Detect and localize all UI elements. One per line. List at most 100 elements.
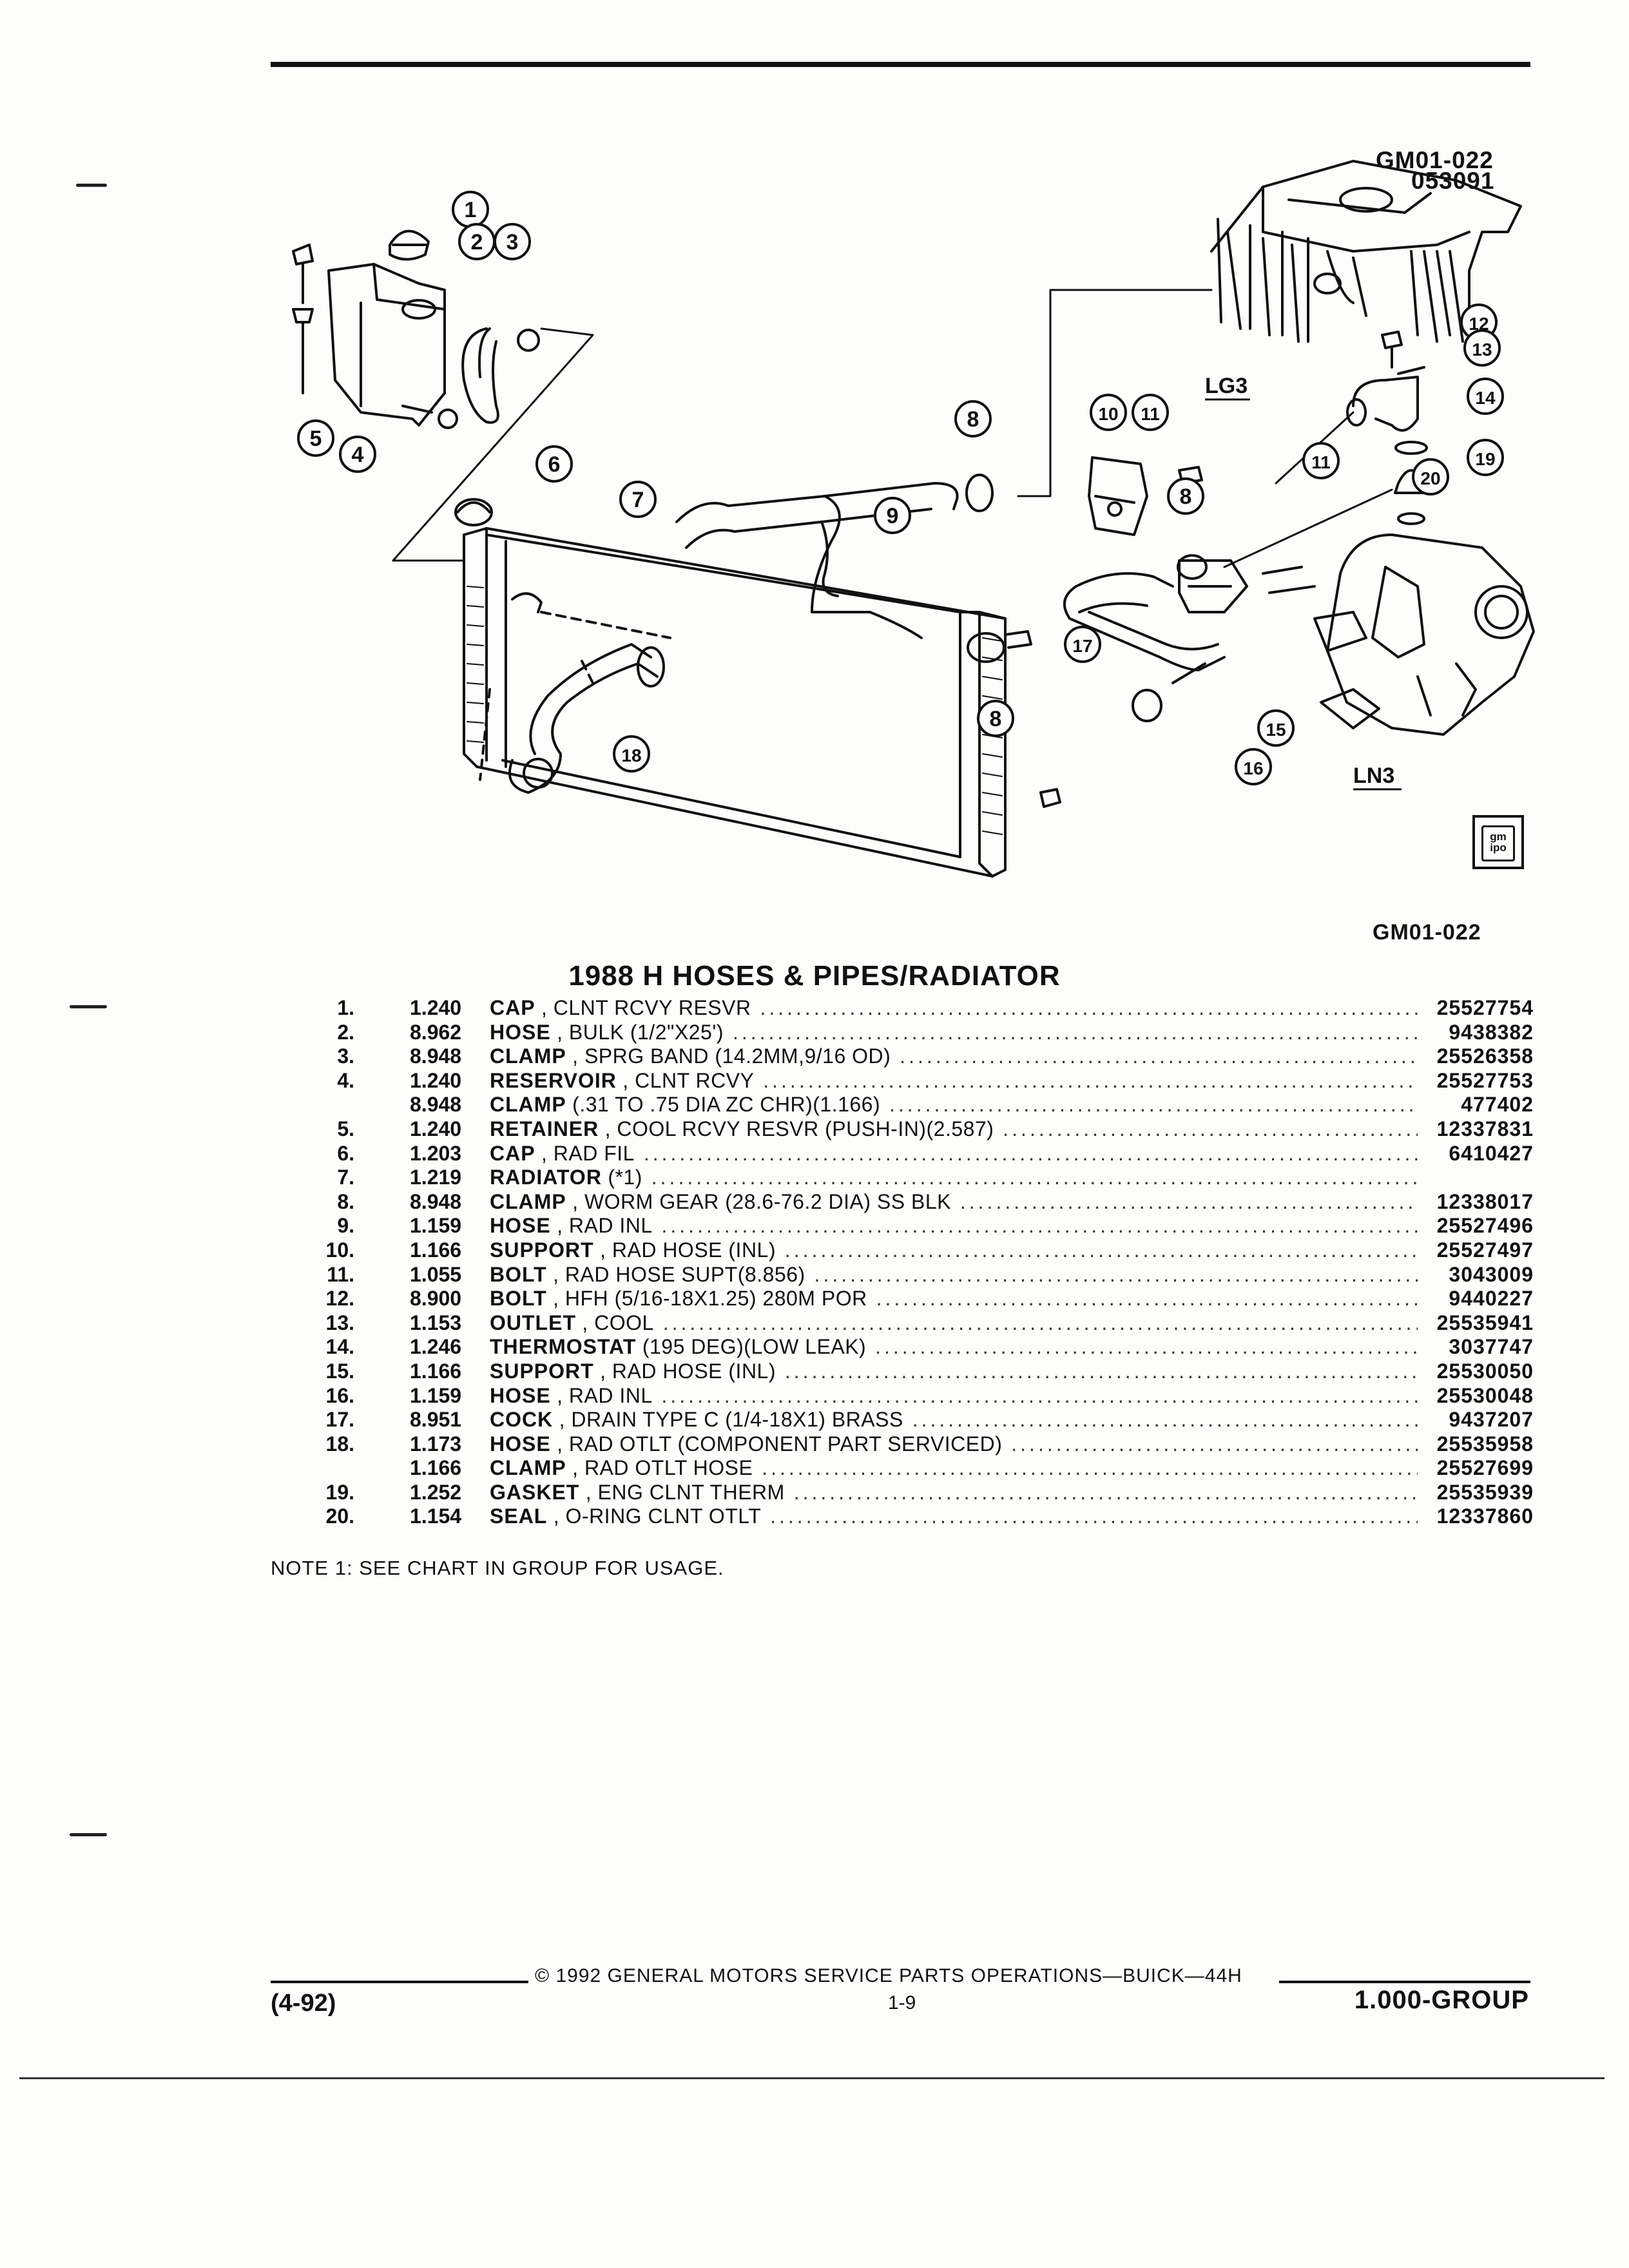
bulk-hose xyxy=(438,327,540,429)
part-detail: (*1) xyxy=(608,1166,642,1189)
item-number: 17. xyxy=(325,1408,354,1432)
callout-11: 11 xyxy=(1302,442,1340,479)
group-number: 8.951 xyxy=(410,1408,462,1432)
group-number: 1.166 xyxy=(410,1238,462,1262)
part-number: 12338017 xyxy=(1436,1189,1534,1213)
parts-row: 8.948 CLAMP (.31 TO .75 DIA ZC CHR)(1.166… xyxy=(271,1093,1534,1117)
radiator-outlet-hose xyxy=(479,592,671,794)
part-name: SUPPORT xyxy=(490,1359,594,1383)
part-number: 25530048 xyxy=(1436,1383,1534,1407)
part-detail: RAD HOSE (INL) xyxy=(612,1238,776,1262)
part-name: HOSE xyxy=(490,1214,551,1238)
svg-text:18: 18 xyxy=(621,745,641,765)
svg-text:14: 14 xyxy=(1475,388,1496,408)
svg-text:1: 1 xyxy=(465,198,477,222)
icon-text-gm: gm xyxy=(1490,831,1507,843)
part-name: CAP xyxy=(490,1141,535,1165)
callout-8: 8 xyxy=(977,700,1014,737)
part-number: 25527496 xyxy=(1436,1214,1534,1238)
part-number: 6410427 xyxy=(1449,1141,1534,1165)
footer-rule-right xyxy=(1279,1981,1530,1983)
part-name: GASKET xyxy=(490,1480,580,1504)
part-name: SEAL xyxy=(490,1504,548,1528)
part-detail: RAD OTLT (COMPONENT PART SERVICED) xyxy=(568,1432,1003,1456)
page-title: 1988 H HOSES & PIPES/RADIATOR xyxy=(568,960,1061,992)
part-name: COCK xyxy=(490,1408,554,1432)
part-description: OUTLET , COOL ..........................… xyxy=(490,1311,1418,1334)
svg-text:4: 4 xyxy=(352,443,364,467)
part-detail: ENG CLNT THERM xyxy=(597,1480,785,1504)
part-description: BOLT , HFH (5/16-18X1.25) 280M POR .....… xyxy=(490,1287,1418,1311)
callout-13: 13 xyxy=(1463,329,1501,367)
svg-text:3: 3 xyxy=(506,230,519,255)
group-number: 1.159 xyxy=(410,1214,462,1238)
svg-text:15: 15 xyxy=(1266,720,1286,740)
part-description: CAP , CLNT RCVY RESVR ..................… xyxy=(490,996,1418,1019)
part-number: 25535958 xyxy=(1436,1432,1534,1456)
callout-4: 4 xyxy=(339,436,376,473)
copyright-line: © 1992 GENERAL MOTORS SERVICE PARTS OPER… xyxy=(535,1965,1242,1986)
callout-8: 8 xyxy=(1167,477,1204,515)
margin-mark xyxy=(70,1005,107,1008)
part-number: 12337860 xyxy=(1436,1504,1534,1528)
page-number: 1-9 xyxy=(888,1992,916,2013)
svg-text:8: 8 xyxy=(990,707,1002,731)
part-name: BOLT xyxy=(490,1262,547,1286)
part-number: 25527699 xyxy=(1436,1456,1534,1480)
group-number: 8.948 xyxy=(410,1093,462,1117)
svg-text:7: 7 xyxy=(632,488,644,512)
part-detail: WORM GEAR (28.6-76.2 DIA) SS BLK xyxy=(584,1189,951,1213)
part-name: CAP xyxy=(490,996,535,1019)
part-detail: RAD OTLT HOSE xyxy=(584,1456,753,1480)
usage-note: NOTE 1: SEE CHART IN GROUP FOR USAGE. xyxy=(271,1557,724,1579)
item-number: 6. xyxy=(337,1141,354,1165)
part-name: CLAMP xyxy=(490,1044,566,1068)
group-number: 8.948 xyxy=(410,1044,462,1068)
engine-ln3 xyxy=(1262,533,1535,736)
icon-text-ipo: ipo xyxy=(1490,841,1507,854)
part-description: CLAMP , SPRG BAND (14.2MM,9/16 OD) .....… xyxy=(490,1044,1418,1068)
callout-17: 17 xyxy=(1064,626,1101,663)
part-description: BOLT , RAD HOSE SUPT(8.856) ............… xyxy=(490,1262,1418,1286)
part-description: CLAMP (.31 TO .75 DIA ZC CHR)(1.166) ...… xyxy=(490,1093,1418,1117)
part-number: 25530050 xyxy=(1436,1359,1534,1383)
item-number: 11. xyxy=(327,1262,354,1286)
engine-label-ln3: LN3 xyxy=(1353,764,1394,788)
part-detail: CLNT RCVY RESVR xyxy=(553,996,751,1019)
callout-1: 1 xyxy=(452,191,489,228)
diagram-caption-code: GM01-022 xyxy=(1373,920,1481,945)
svg-text:5: 5 xyxy=(310,427,322,451)
item-number: 10. xyxy=(325,1238,354,1262)
margin-mark xyxy=(70,1833,107,1836)
radiator-inlet-hose-lower xyxy=(1063,572,1226,722)
part-name: HOSE xyxy=(490,1383,551,1407)
part-detail: BULK (1/2"X25') xyxy=(568,1020,724,1044)
item-number: 3. xyxy=(337,1044,354,1068)
header-rule xyxy=(271,62,1530,67)
part-detail: RAD HOSE SUPT(8.856) xyxy=(564,1262,805,1286)
group-number: 1.240 xyxy=(410,1117,462,1140)
callout-16: 16 xyxy=(1235,748,1272,785)
radiator-inlet-hose-upper xyxy=(675,474,1005,663)
callout-20: 20 xyxy=(1412,458,1449,495)
part-description: RADIATOR (*1) ..........................… xyxy=(490,1166,1418,1189)
callout-10: 10 xyxy=(1090,394,1127,431)
engine-label-lg3: LG3 xyxy=(1205,374,1248,398)
revision-date: (4-92) xyxy=(271,1990,336,2017)
callout-3: 3 xyxy=(494,223,531,260)
part-name: CLAMP xyxy=(490,1456,566,1480)
item-number: 15. xyxy=(325,1359,354,1383)
part-number: 9437207 xyxy=(1449,1408,1534,1432)
part-number: 12337831 xyxy=(1436,1117,1534,1140)
